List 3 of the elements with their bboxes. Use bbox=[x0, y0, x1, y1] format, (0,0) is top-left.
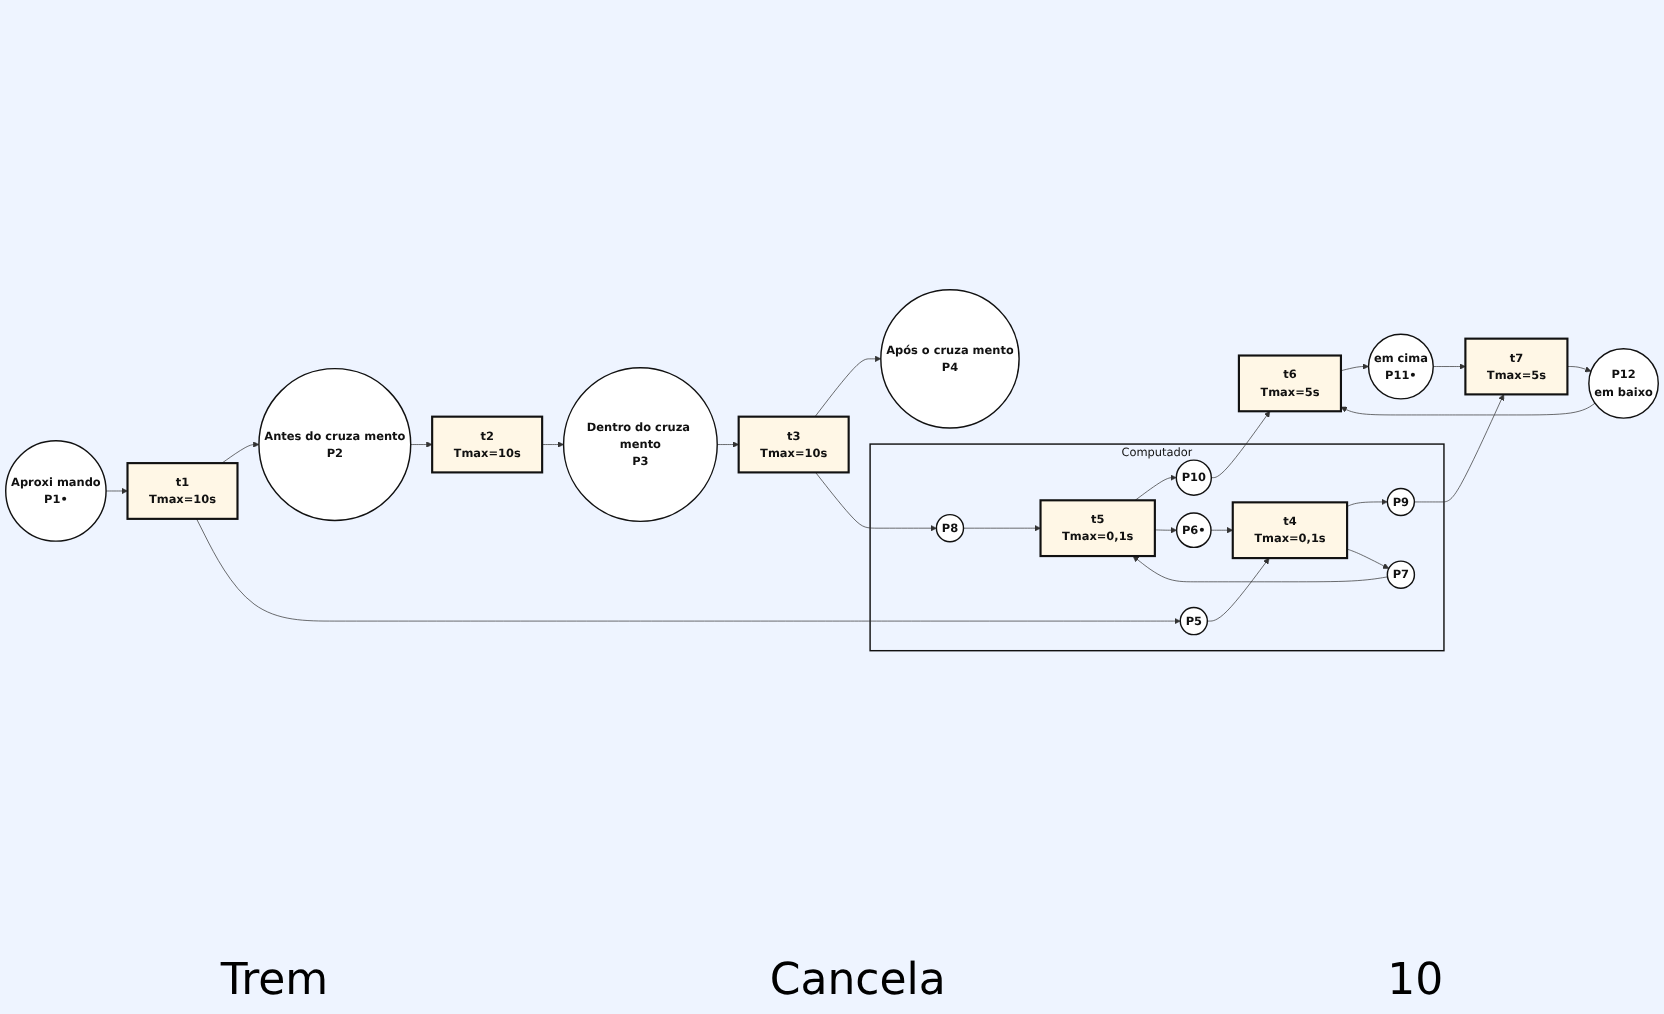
caption-text: Trem bbox=[220, 956, 329, 1006]
caption-text: Cancela bbox=[769, 956, 946, 1006]
caption-text: 10 bbox=[1387, 956, 1444, 1006]
